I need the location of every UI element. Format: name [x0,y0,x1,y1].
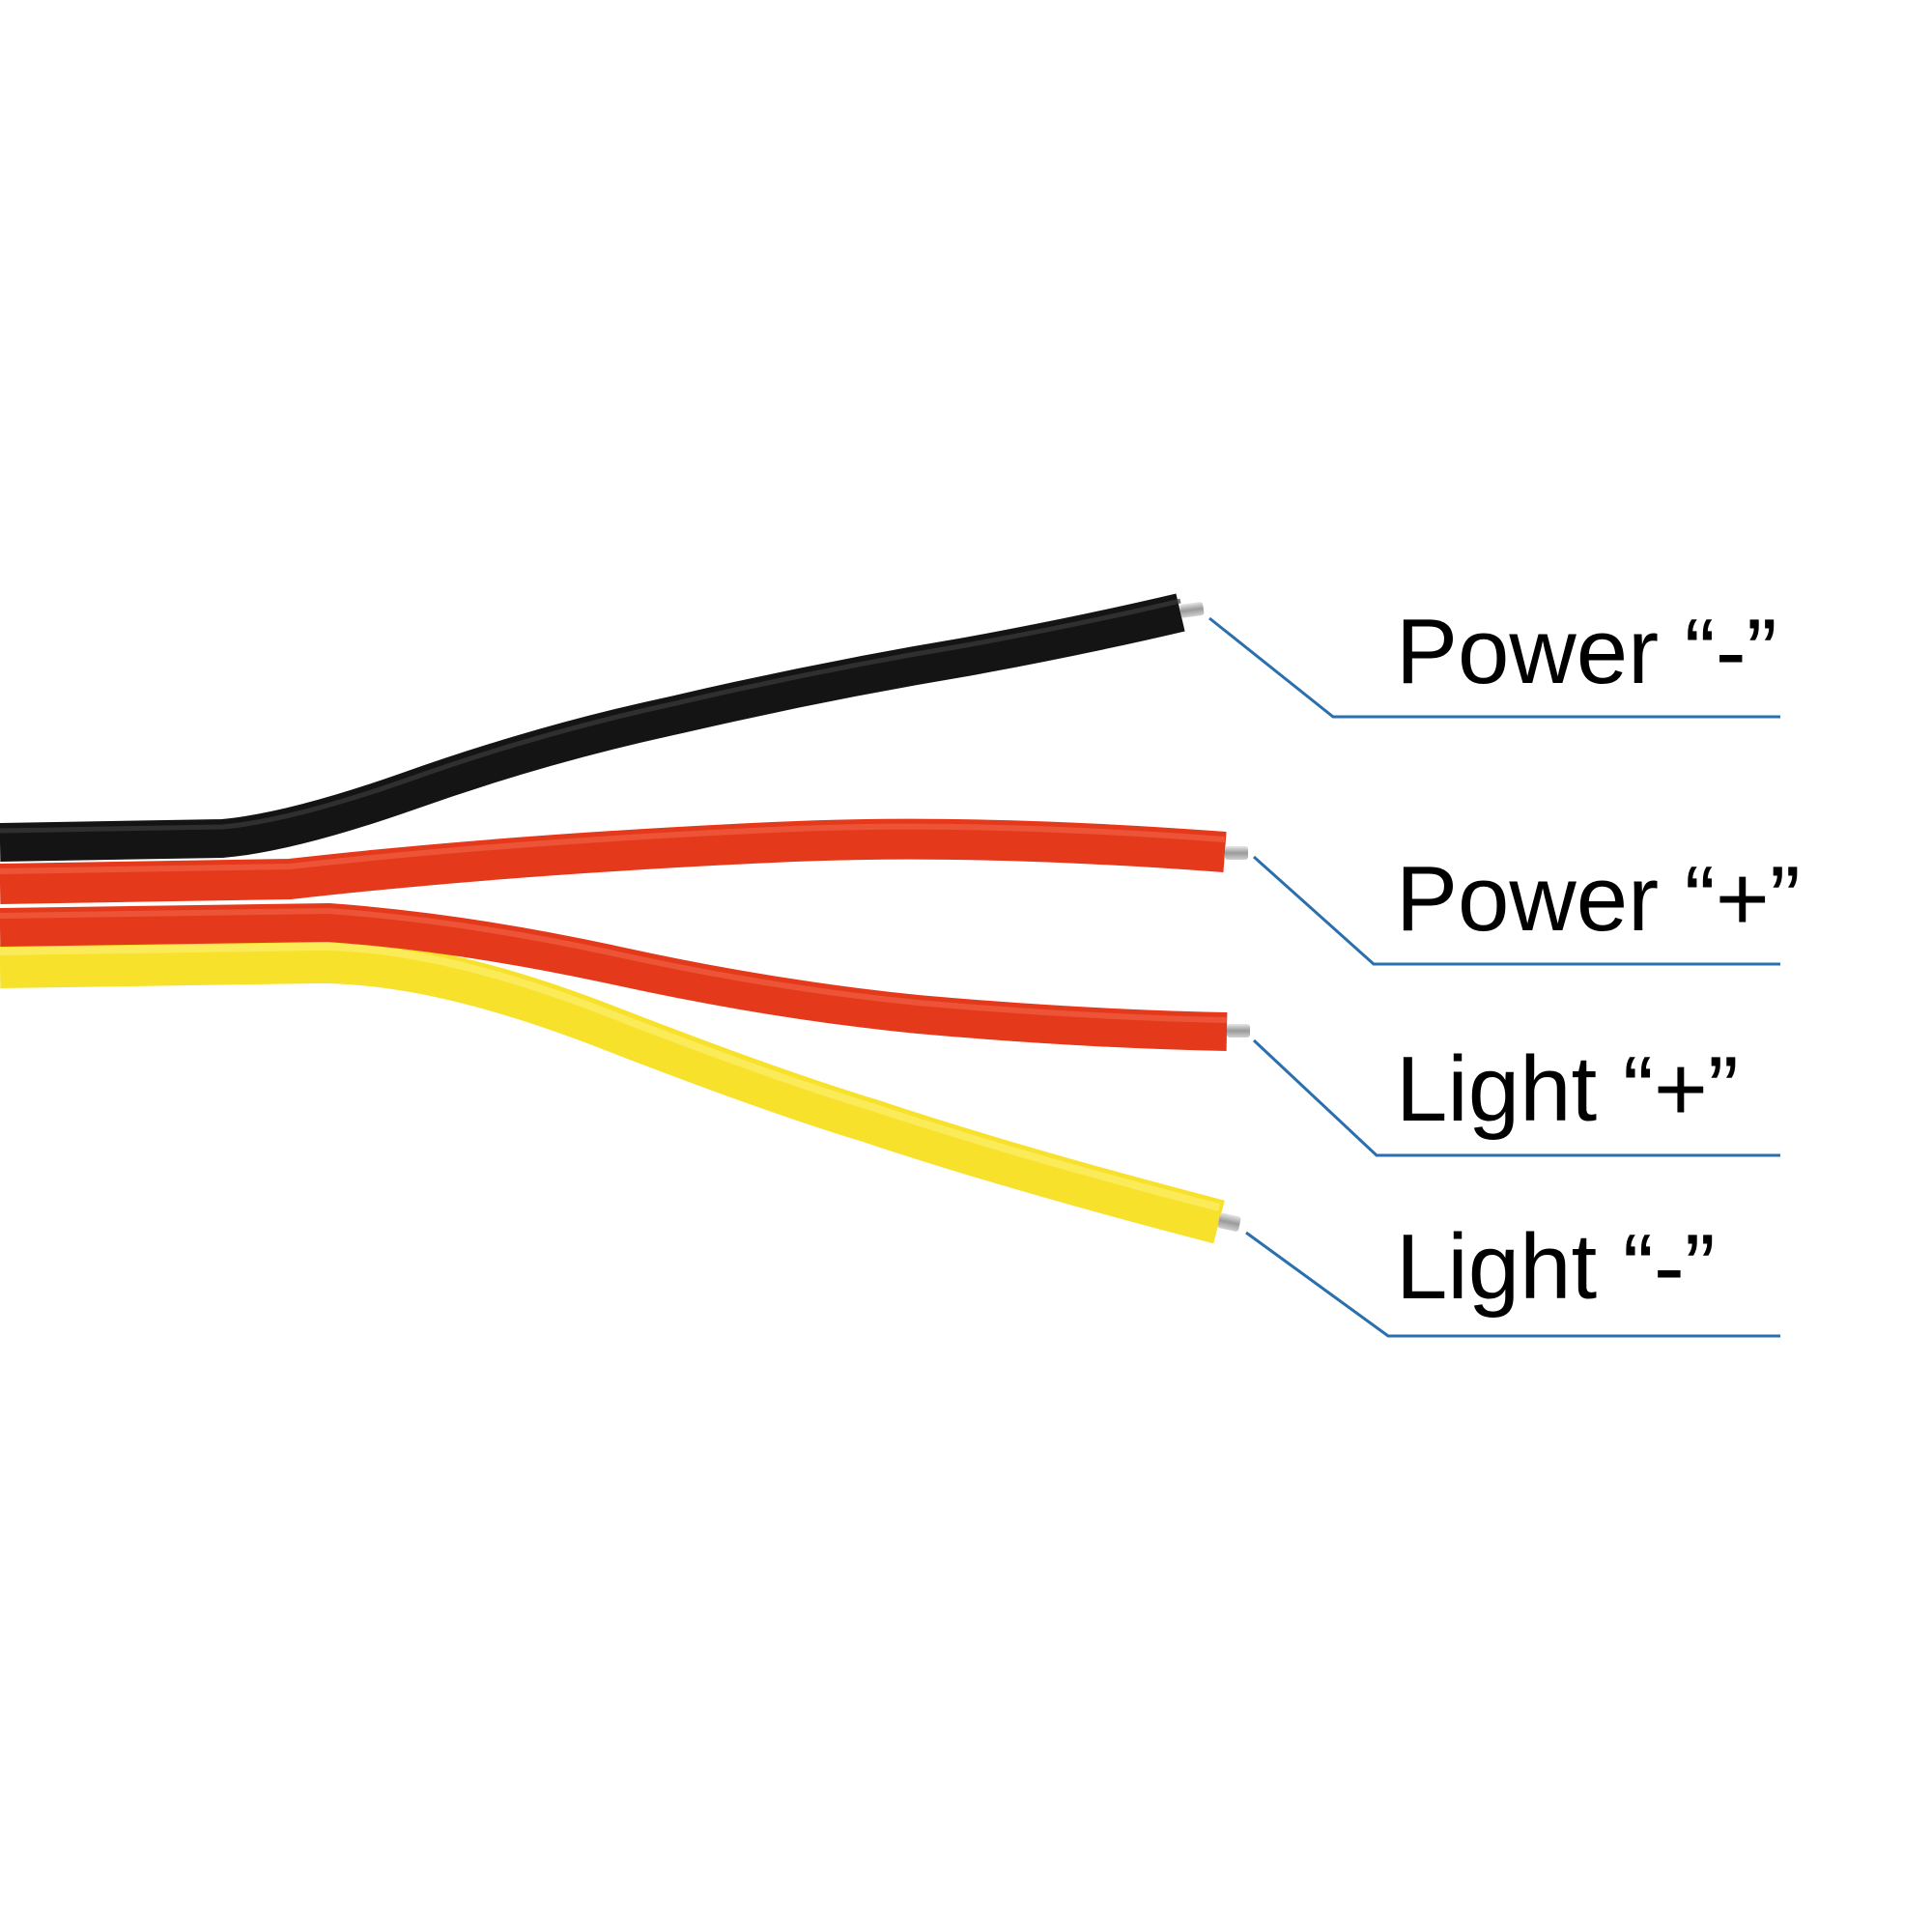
stripped-tip-light-minus [1217,1212,1241,1232]
label-light-minus: Light “-” [1396,1215,1716,1319]
yellow-wire [0,938,1241,1244]
red-wire-power-plus [0,818,1248,904]
stripped-tip-power-plus [1225,846,1248,860]
stripped-tip-power-minus [1179,602,1205,618]
label-light-plus: Light “+” [1396,1037,1739,1141]
leader-line-power-minus [1208,616,1780,719]
black-wire [0,593,1205,862]
stripped-tip-light-plus [1227,1024,1250,1037]
leader-line-light-plus [1252,1038,1780,1157]
label-power-plus: Power “+” [1396,847,1801,951]
leader-line-light-minus [1245,1231,1780,1338]
label-power-minus: Power “-” [1396,600,1777,703]
leader-line-power-plus [1252,855,1780,966]
leader-lines [1208,616,1780,1338]
red-wire-light-plus [0,902,1250,1051]
